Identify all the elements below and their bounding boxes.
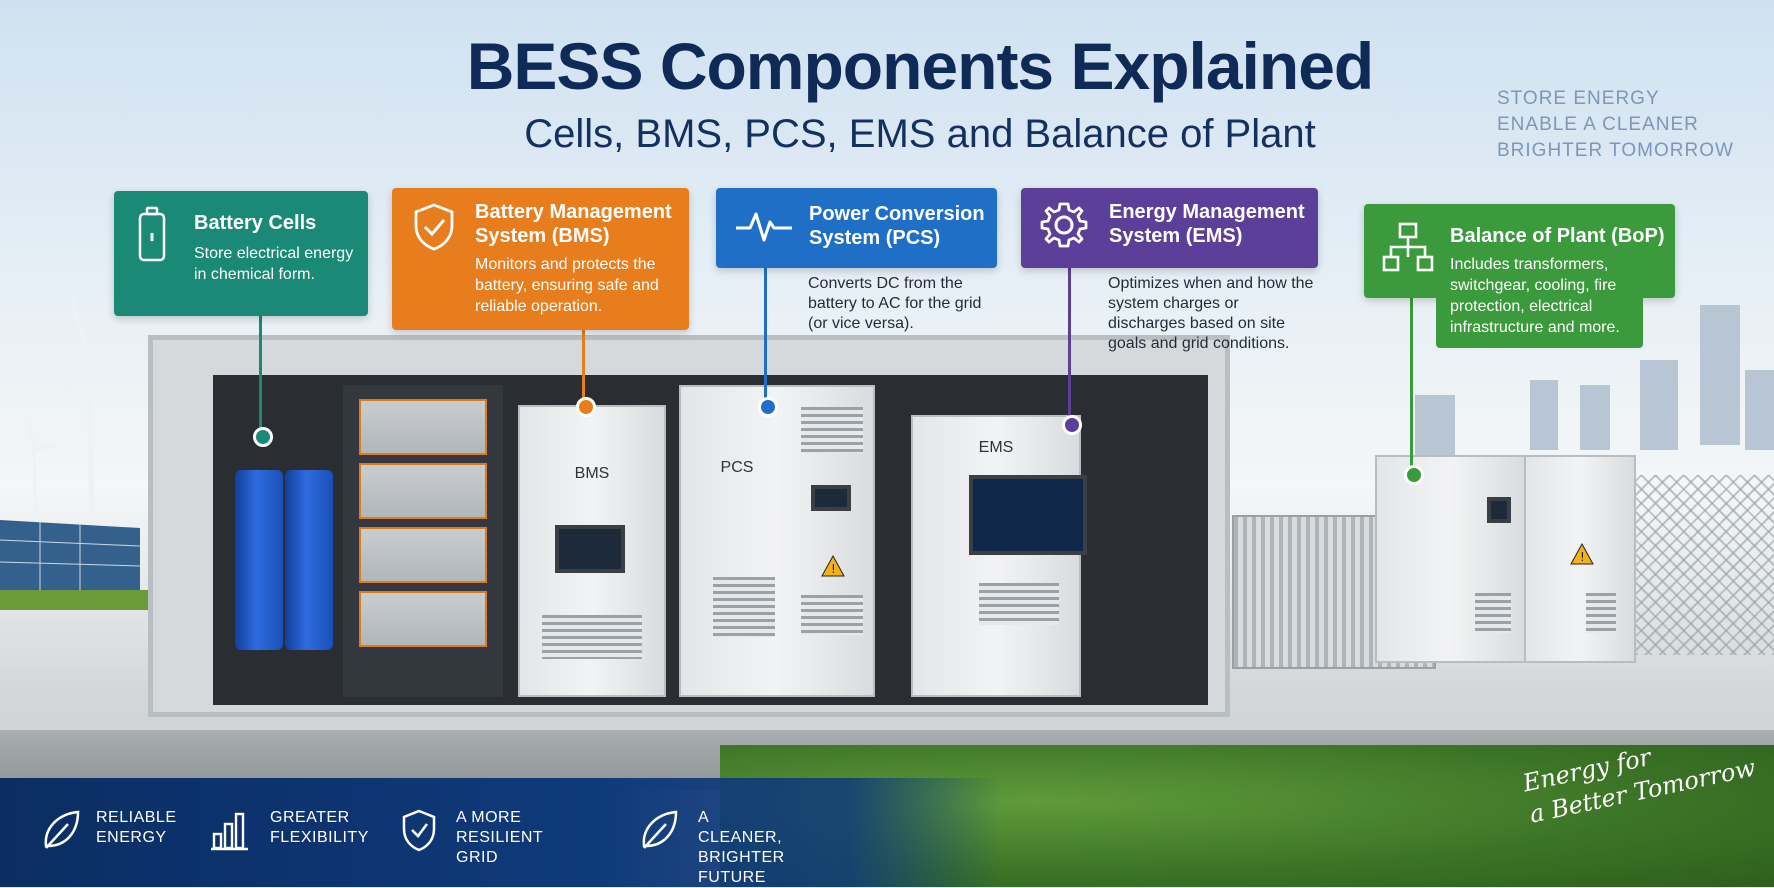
svg-text:!: ! <box>1580 550 1585 564</box>
tagline-line: STORE ENERGY <box>1497 88 1660 109</box>
ems-card: Energy Management System (EMS) <box>1021 188 1318 268</box>
bop-connector <box>1410 298 1413 472</box>
footer-line: GREATER <box>270 809 350 826</box>
bop-desc-box: Includes transformers, switchgear, cooli… <box>1436 250 1643 348</box>
pcs-vent-left <box>713 577 775 637</box>
pcs-vent-right <box>801 595 863 635</box>
leaf-icon <box>44 810 80 849</box>
bop-marker <box>1404 465 1424 485</box>
ems-vent <box>979 583 1059 625</box>
footer-line: ENERGY <box>96 829 167 846</box>
bms-cabinet: BMS <box>518 405 666 697</box>
gear-icon <box>1040 202 1088 248</box>
warning-icon: ! <box>821 555 845 577</box>
pcs-desc: Converts DC from the battery to AC for t… <box>808 275 982 332</box>
footer-line: FLEXIBILITY <box>270 829 369 846</box>
bms-vent <box>542 615 642 659</box>
page-subtitle: Cells, BMS, PCS, EMS and Balance of Plan… <box>524 112 1316 156</box>
bms-title: Battery Management System (BMS) <box>475 201 672 247</box>
ems-connector <box>1068 268 1071 422</box>
battery-cell <box>285 470 333 650</box>
cells-connector <box>259 316 262 434</box>
cells-marker <box>253 427 273 447</box>
tagline-line: ENABLE A CLEANER <box>1497 114 1699 135</box>
ems-marker <box>1062 415 1082 435</box>
bms-card: Battery Management System (BMS) Monitors… <box>392 188 689 330</box>
battery-cells-title: Battery Cells <box>194 212 317 234</box>
pcs-title: Power Conversion System (PCS) <box>809 203 985 249</box>
fence <box>1636 475 1774 655</box>
shield-check-icon <box>402 809 436 852</box>
pcs-screen <box>811 485 851 511</box>
bar-chart-icon <box>211 812 248 851</box>
footer-line: A CLEANER, <box>698 809 783 846</box>
footer-line: A MORE <box>456 809 522 826</box>
bms-connector <box>582 330 585 404</box>
bms-marker <box>576 397 596 417</box>
container-interior: BMS PCS ! EMS <box>213 375 1208 705</box>
leaf-icon <box>642 810 678 849</box>
footer-line: BRIGHTER FUTURE <box>698 849 785 886</box>
battery-cell <box>235 470 283 650</box>
cooling-vent <box>1586 593 1616 633</box>
switchgear-screen <box>1487 497 1511 523</box>
pcs-cabinet: PCS ! <box>679 385 875 697</box>
switchgear-cabinet <box>1375 455 1527 663</box>
tagline-line: BRIGHTER TOMORROW <box>1497 140 1734 161</box>
cooling-cabinet: ! <box>1524 455 1636 663</box>
ems-title: Energy Management System (EMS) <box>1109 201 1305 247</box>
footer-line: RESILIENT GRID <box>456 829 543 866</box>
bms-cabinet-label: BMS <box>574 465 610 482</box>
battery-cells-desc: Store electrical energy in chemical form… <box>194 245 354 283</box>
bop-title: Balance of Plant (BoP) <box>1450 225 1665 247</box>
pcs-card: Power Conversion System (PCS) <box>716 188 997 268</box>
warning-icon: ! <box>1570 543 1594 565</box>
bess-container: BMS PCS ! EMS <box>148 335 1230 717</box>
battery-rack <box>343 385 503 697</box>
switchgear-vent <box>1475 593 1511 633</box>
ems-dashboard-screen <box>969 475 1087 555</box>
tagline: STORE ENERGY ENABLE A CLEANER BRIGHTER T… <box>1497 86 1734 164</box>
pcs-vent-top <box>801 407 863 453</box>
pcs-cabinet-label: PCS <box>720 459 754 476</box>
network-icon <box>1382 222 1434 272</box>
wind-solar-illustration <box>0 299 150 610</box>
bms-screen <box>555 525 625 573</box>
svg-text:!: ! <box>831 562 836 576</box>
page-title: BESS Components Explained <box>466 29 1374 103</box>
ems-cabinet: EMS <box>911 415 1087 697</box>
bms-desc: Monitors and protects the battery, ensur… <box>475 256 659 315</box>
battery-cells-card: Battery Cells Store electrical energy in… <box>114 191 368 316</box>
battery-icon <box>138 206 166 262</box>
shield-icon <box>414 203 454 251</box>
pulse-icon <box>736 212 792 242</box>
pcs-connector <box>764 268 767 404</box>
pcs-marker <box>758 397 778 417</box>
footer-line: RELIABLE <box>96 809 177 826</box>
ems-desc: Optimizes when and how the system charge… <box>1108 275 1314 352</box>
ems-cabinet-label: EMS <box>978 439 1014 456</box>
bop-desc: Includes transformers, switchgear, cooli… <box>1450 256 1620 336</box>
footer-banner <box>0 778 1000 887</box>
